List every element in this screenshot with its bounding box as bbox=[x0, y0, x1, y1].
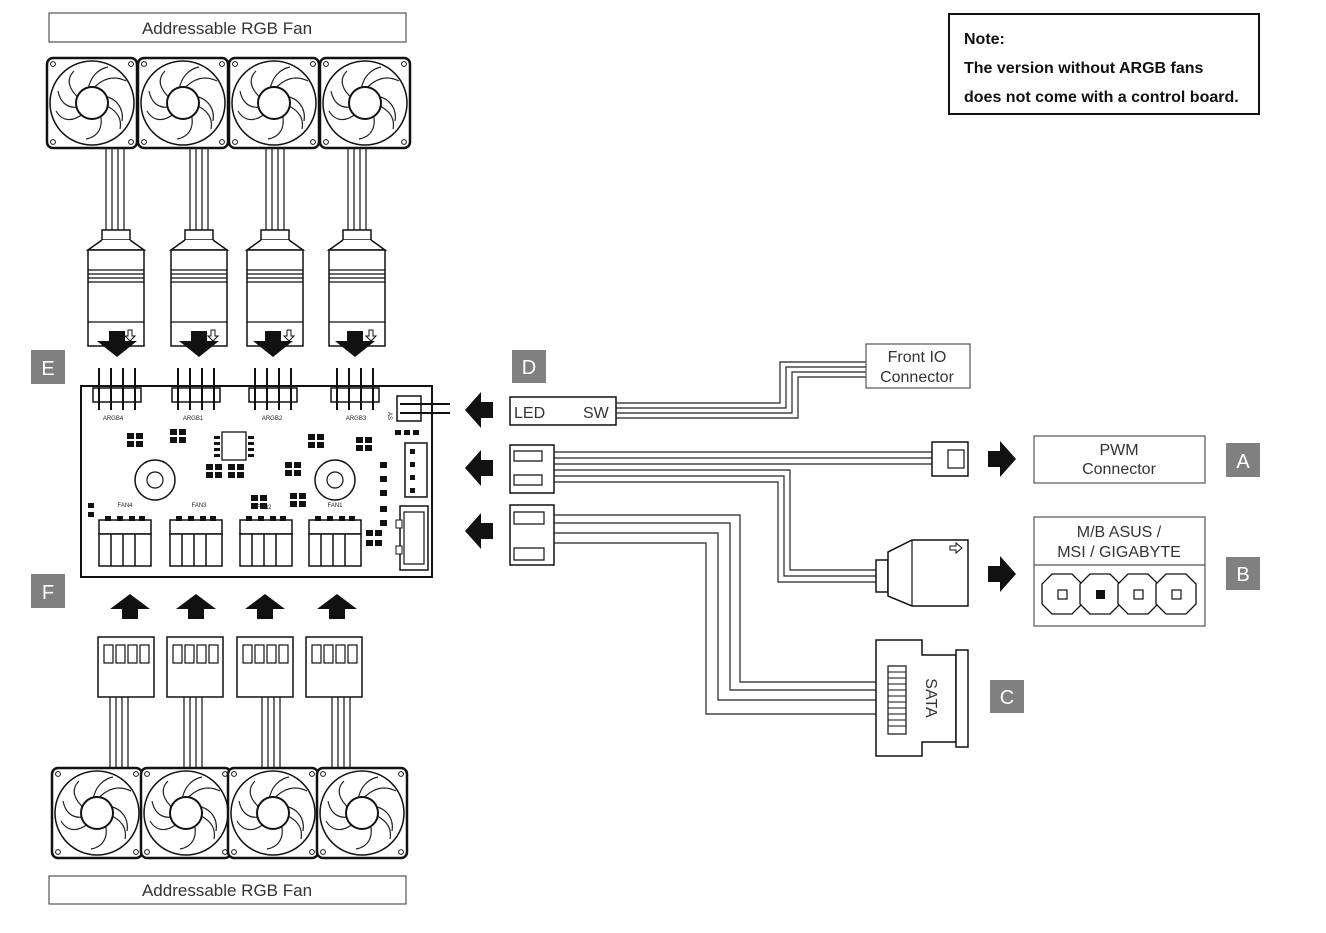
pwm-cable bbox=[509, 441, 969, 583]
mb-line1: M/B ASUS / bbox=[1077, 524, 1162, 541]
sata-label: SATA bbox=[922, 678, 939, 718]
mb-pin-row bbox=[1041, 573, 1197, 615]
argb1-silkscreen: ARGB1 bbox=[183, 416, 204, 422]
note-line-2: does not come with a control board. bbox=[964, 89, 1239, 106]
argb-motherboard-plug bbox=[875, 539, 969, 607]
mb-header-box: M/B ASUS / MSI / GIGABYTE bbox=[1033, 516, 1206, 627]
note-line-1: The version without ARGB fans bbox=[964, 60, 1204, 77]
fan-header-1 bbox=[98, 515, 152, 567]
front-io-line2: Connector bbox=[880, 369, 954, 386]
bottom-fan-3 bbox=[226, 636, 320, 860]
fan2-silkscreen: FAN2 bbox=[256, 505, 272, 511]
svg-text:Addressable RGB Fan: Addressable RGB Fan bbox=[142, 881, 312, 900]
svg-text:B: B bbox=[1236, 564, 1249, 586]
argb3-silkscreen: ARGB3 bbox=[346, 416, 367, 422]
sata-cable bbox=[509, 504, 878, 715]
top-fan-label: Addressable RGB Fan bbox=[48, 12, 407, 43]
note-title: Note: bbox=[964, 31, 1005, 48]
sata-plug: SATA bbox=[875, 639, 969, 757]
badge-f: F bbox=[31, 574, 65, 608]
board-side-arrows bbox=[465, 392, 493, 549]
bottom-fan-4 bbox=[305, 636, 409, 860]
svg-text:C: C bbox=[1000, 687, 1014, 709]
argb2-silkscreen: ARGB2 bbox=[262, 416, 283, 422]
fan-header-2 bbox=[169, 515, 223, 567]
top-fan-4 bbox=[318, 56, 412, 347]
as-silkscreen: AS bbox=[386, 412, 392, 420]
badge-a: A bbox=[1226, 443, 1260, 477]
control-board: ARGB4 ARGB1 ARGB2 ARGB3 AS bbox=[80, 367, 450, 578]
argb4-silkscreen: ARGB4 bbox=[103, 416, 124, 422]
svg-text:Addressable RGB Fan: Addressable RGB Fan bbox=[142, 19, 312, 38]
svg-text:F: F bbox=[42, 582, 54, 604]
fan-header-3 bbox=[239, 515, 293, 567]
sw-label: SW bbox=[583, 405, 610, 422]
sata-header-on-board bbox=[395, 505, 429, 571]
fan-insert-arrows bbox=[110, 594, 357, 619]
badge-b: B bbox=[1226, 557, 1260, 590]
pwm-line1: PWM bbox=[1099, 442, 1138, 459]
bottom-fan-2 bbox=[139, 636, 233, 860]
badge-e: E bbox=[31, 350, 65, 384]
fan-header-4 bbox=[308, 515, 362, 567]
fan3-silkscreen: FAN3 bbox=[191, 503, 207, 509]
top-fan-1 bbox=[45, 56, 145, 347]
bottom-fan-label: Addressable RGB Fan bbox=[48, 875, 407, 905]
top-fan-row bbox=[45, 56, 412, 347]
front-io-line1: Front IO bbox=[888, 349, 947, 366]
svg-text:D: D bbox=[522, 357, 536, 379]
top-fan-3 bbox=[227, 56, 321, 347]
pwm-line2: Connector bbox=[1082, 461, 1156, 478]
top-fan-2 bbox=[136, 56, 230, 347]
mb-line2: MSI / GIGABYTE bbox=[1057, 544, 1181, 561]
front-io-header bbox=[396, 395, 450, 422]
pwm-arrow bbox=[988, 441, 1016, 477]
bottom-fan-1 bbox=[50, 636, 155, 860]
pwm-header-on-board bbox=[404, 442, 428, 498]
led-label: LED bbox=[514, 405, 545, 422]
board-components bbox=[88, 429, 419, 546]
led-sw-cable: LED SW Front IO Connector bbox=[509, 343, 971, 426]
badge-c: C bbox=[990, 680, 1024, 713]
note-box: Note: The version without ARGB fans does… bbox=[948, 13, 1260, 115]
bottom-fan-row bbox=[50, 636, 409, 860]
fan4-silkscreen: FAN4 bbox=[117, 503, 133, 509]
mb-arrow bbox=[988, 556, 1016, 592]
pwm-connector-box: PWM Connector bbox=[1033, 435, 1206, 484]
svg-text:A: A bbox=[1236, 451, 1250, 473]
badge-d: D bbox=[512, 350, 546, 383]
fan1-silkscreen: FAN1 bbox=[327, 503, 343, 509]
svg-text:E: E bbox=[41, 358, 54, 380]
